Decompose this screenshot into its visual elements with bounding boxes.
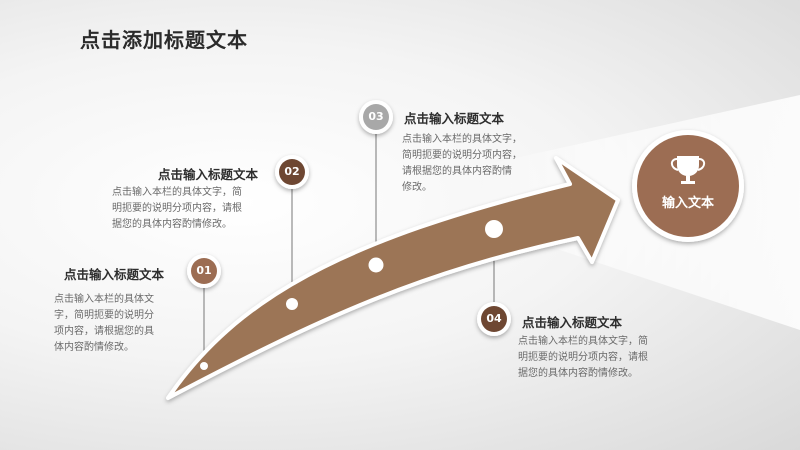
item-04-description[interactable]: 点击输入本栏的具体文字，简 明扼要的说明分项内容，请根 据您的具体内容酌情修改。	[518, 336, 648, 379]
growth-arrow	[166, 156, 620, 400]
badge-number-01: 01	[196, 264, 212, 277]
hub-circle	[632, 130, 744, 242]
slide-title[interactable]: 点击添加标题文本	[80, 28, 248, 52]
badge-02	[275, 155, 309, 189]
milestone-dot-03	[368, 257, 384, 273]
trophy-icon	[670, 156, 706, 184]
item-03-description[interactable]: 点击输入本栏的具体文字， 简明扼要的说明分项内容， 请根据您的具体内容酌情 修改…	[402, 134, 522, 193]
item-01-heading[interactable]: 点击输入标题文本	[64, 267, 165, 282]
badge-number-03: 03	[368, 110, 384, 123]
item-02-heading[interactable]: 点击输入标题文本	[158, 167, 259, 182]
badge-number-04: 04	[486, 312, 502, 325]
item-03-heading[interactable]: 点击输入标题文本	[404, 111, 505, 126]
item-04-heading[interactable]: 点击输入标题文本	[522, 315, 623, 330]
item-01-description[interactable]: 点击输入本栏的具体文 字，简明扼要的说明分 项内容，请根据您的具 体内容酌情修改…	[54, 294, 154, 353]
milestone-dot-04	[485, 220, 503, 238]
badge-number-02: 02	[284, 165, 300, 178]
item-02-description[interactable]: 点击输入本栏的具体文字，简 明扼要的说明分项内容，请根 据您的具体内容酌情修改。	[112, 187, 242, 230]
milestone-dot-02	[286, 298, 298, 310]
badge-01	[187, 254, 221, 288]
hub-label[interactable]: 输入文本	[661, 196, 714, 211]
badge-03	[359, 100, 393, 134]
badge-04	[477, 302, 511, 336]
milestone-dot-01	[200, 362, 208, 370]
